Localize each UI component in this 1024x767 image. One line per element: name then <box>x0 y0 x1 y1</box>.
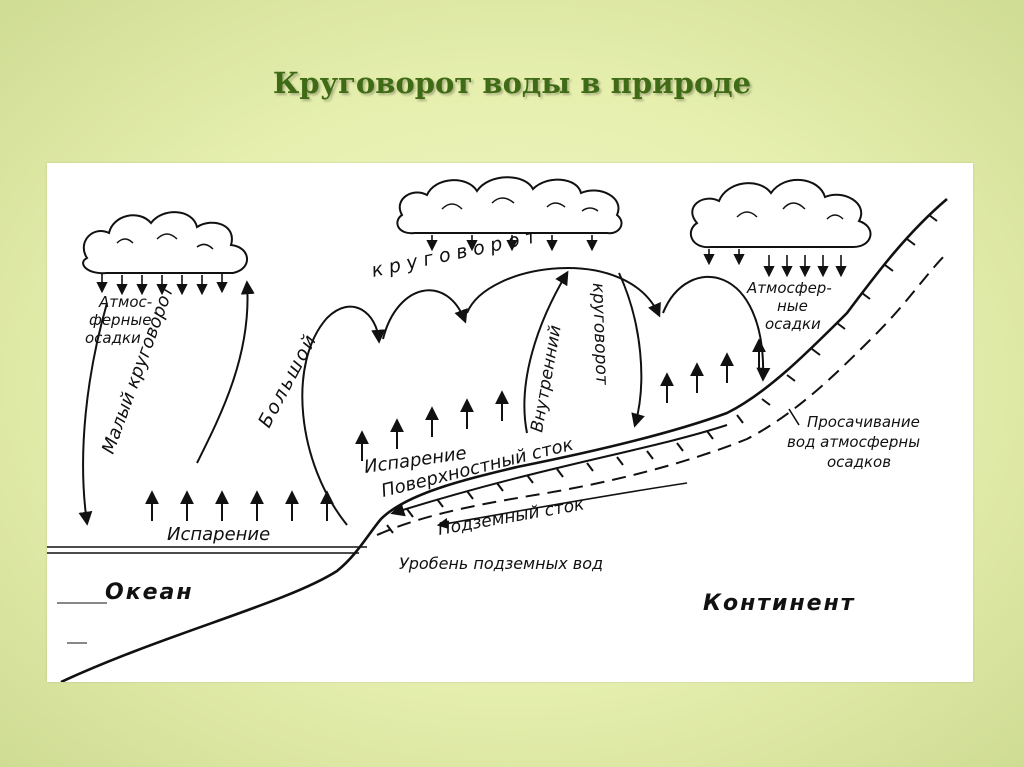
seepage-pointer <box>789 409 799 425</box>
land-hatching <box>387 215 937 533</box>
atm-right-label-3: осадки <box>765 315 821 333</box>
atm-left-label-1: Атмос- <box>98 293 152 311</box>
cloud-left <box>83 212 247 273</box>
atm-left-label-3: осадки <box>85 329 141 347</box>
continent-label: Континент <box>703 591 856 616</box>
big-cycle-arc-1 <box>383 290 465 339</box>
cloud-middle <box>397 177 621 233</box>
small-cycle-arrow-up <box>197 283 248 463</box>
underground-runoff-label: Подземный сток <box>436 494 586 540</box>
rain-arrows-right <box>709 249 841 275</box>
evaporation-ocean-label: Испарение <box>167 524 270 545</box>
atm-right-label-2: ные <box>777 297 808 315</box>
seepage-label-2: вод атмосферны <box>787 433 920 451</box>
evaporation-arrows-ocean <box>152 493 327 521</box>
inner-cycle-label-1: Внутренний <box>527 324 566 434</box>
big-cycle-arc-2 <box>467 268 659 315</box>
page-title: Круговорот воды в природе <box>0 66 1024 100</box>
seepage-label-3: осадков <box>827 453 891 471</box>
inner-cycle-label-2: круговорот <box>588 282 612 386</box>
big-cycle-label-1: Большой <box>254 330 322 432</box>
ocean-label: Океан <box>105 580 194 605</box>
water-cycle-diagram: Атмос- ферные осадки Малый круговорот Бо… <box>47 163 973 682</box>
cloud-right <box>691 180 871 247</box>
atm-right-label-1: Атмосфер- <box>746 279 832 297</box>
ocean-surface <box>47 547 367 643</box>
groundwater-level-label: Уробень подземных вод <box>399 554 603 573</box>
inner-cycle-arrow-down <box>619 273 641 425</box>
seepage-label-1: Просачивание <box>807 413 920 431</box>
